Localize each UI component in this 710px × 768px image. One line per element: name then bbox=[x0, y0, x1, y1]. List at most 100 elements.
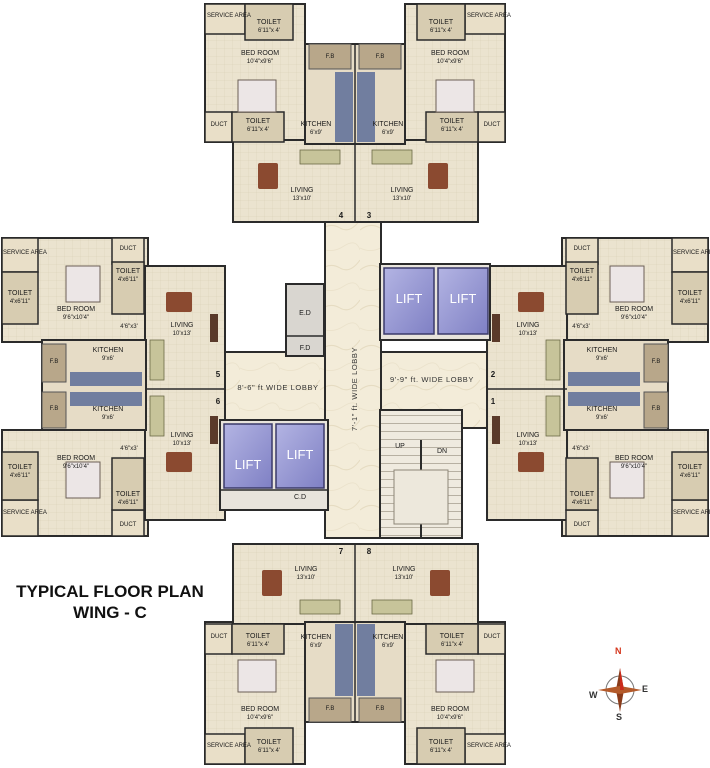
top-wing bbox=[204, 3, 506, 223]
lift-label: LIFT bbox=[234, 457, 262, 472]
fb-label: F.B bbox=[49, 406, 59, 412]
service-area-label: SERVICE AREA bbox=[673, 510, 710, 516]
toilet-dim: 6'11"x 4' bbox=[247, 127, 269, 133]
bottom-wing bbox=[204, 543, 506, 765]
unit-number-2: 2 bbox=[490, 370, 496, 379]
toilet-dim: 4'x6'11" bbox=[571, 500, 593, 506]
toilet-label: TOILET bbox=[256, 739, 282, 746]
bed-room-label: BED ROOM bbox=[56, 306, 96, 313]
toilet-dim: 4'x6'11" bbox=[9, 473, 31, 479]
plan-title: TYPICAL FLOOR PLAN WING - C bbox=[10, 581, 210, 624]
living-dim: 13'x10' bbox=[394, 575, 414, 581]
kitchen-dim: 9'x6' bbox=[102, 356, 114, 362]
fd-label: F.D bbox=[299, 345, 311, 352]
living-label: LIVING bbox=[516, 432, 540, 439]
cd-label: C.D bbox=[293, 494, 307, 501]
service-area-label: SERVICE AREA bbox=[673, 250, 710, 256]
toilet-dim: 4'x6'11" bbox=[117, 277, 139, 283]
lift-right-1 bbox=[383, 267, 435, 335]
duct-label: DUCT bbox=[573, 522, 591, 528]
compass-s-label: S bbox=[616, 712, 623, 722]
bed-room-dim: 10'4"x9'6" bbox=[246, 59, 274, 65]
duct-label: DUCT bbox=[573, 246, 591, 252]
duct-label: DUCT bbox=[483, 122, 501, 128]
lift-label: LIFT bbox=[395, 291, 423, 306]
service-area-label: SERVICE AREA bbox=[207, 743, 251, 749]
toilet-label: TOILET bbox=[569, 268, 595, 275]
toilet-label: TOILET bbox=[677, 464, 703, 471]
left-wing bbox=[1, 237, 226, 537]
lobby-center-label: 7'-1" ft. WIDE LOBBY bbox=[350, 346, 360, 431]
bed-room-dim: 9'6"x10'4" bbox=[620, 315, 648, 321]
living-label: LIVING bbox=[516, 322, 540, 329]
stairs-down-label: DN bbox=[436, 448, 448, 455]
lift-left-2 bbox=[275, 423, 325, 489]
plan-title-line2: WING - C bbox=[73, 603, 147, 623]
living-label: LIVING bbox=[290, 187, 314, 194]
toilet-dim: 6'11"x 4' bbox=[247, 642, 269, 648]
duct-label: DUCT bbox=[119, 246, 137, 252]
bed-room-dim: 10'4"x9'6" bbox=[436, 59, 464, 65]
living-dim: 10'x13' bbox=[172, 441, 192, 447]
compass-n-label: N bbox=[615, 646, 622, 656]
toilet-label: TOILET bbox=[439, 118, 465, 125]
kitchen-label: KITCHEN bbox=[586, 347, 618, 354]
toilet-dim: 6'11"x 4' bbox=[430, 28, 452, 34]
lift-right-2 bbox=[437, 267, 489, 335]
toilet-dim: 6'11"x 4' bbox=[258, 748, 280, 754]
bed-room-label: BED ROOM bbox=[430, 706, 470, 713]
toilet-dim: 4'x6'11" bbox=[571, 277, 593, 283]
kitchen-label: KITCHEN bbox=[300, 121, 332, 128]
toilet-label: TOILET bbox=[7, 464, 33, 471]
passage-dim: 4'6"x3' bbox=[120, 446, 138, 452]
unit-number-3: 3 bbox=[366, 211, 372, 220]
living-label: LIVING bbox=[294, 566, 318, 573]
living-dim: 13'x10' bbox=[392, 196, 412, 202]
stairs-up-label: UP bbox=[395, 443, 405, 450]
fb-label: F.B bbox=[651, 406, 661, 412]
toilet-label: TOILET bbox=[115, 268, 141, 275]
toilet-dim: 4'x6'11" bbox=[679, 473, 701, 479]
fb-label: F.B bbox=[375, 706, 385, 712]
toilet-label: TOILET bbox=[115, 491, 141, 498]
service-area-label: SERVICE AREA bbox=[467, 743, 511, 749]
lift-label: LIFT bbox=[286, 447, 314, 462]
kitchen-dim: 6'x9' bbox=[382, 643, 394, 649]
unit-number-5: 5 bbox=[215, 370, 221, 379]
living-dim: 10'x13' bbox=[172, 331, 192, 337]
living-label: LIVING bbox=[392, 566, 416, 573]
kitchen-label: KITCHEN bbox=[586, 406, 618, 413]
kitchen-label: KITCHEN bbox=[92, 347, 124, 354]
toilet-dim: 6'11"x 4' bbox=[258, 28, 280, 34]
fb-label: F.B bbox=[49, 359, 59, 365]
unit-number-4: 4 bbox=[338, 211, 344, 220]
service-area-label: SERVICE AREA bbox=[467, 13, 511, 19]
fb-label: F.B bbox=[325, 54, 335, 60]
passage-dim: 4'6"x3' bbox=[572, 324, 590, 330]
toilet-label: TOILET bbox=[428, 19, 454, 26]
bed-room-dim: 10'4"x9'6" bbox=[436, 715, 464, 721]
toilet-dim: 6'11"x 4' bbox=[441, 642, 463, 648]
service-area-label: SERVICE AREA bbox=[3, 250, 47, 256]
living-dim: 10'x13' bbox=[518, 331, 538, 337]
living-dim: 13'x10' bbox=[296, 575, 316, 581]
right-wing bbox=[486, 237, 709, 537]
fb-label: F.B bbox=[651, 359, 661, 365]
kitchen-dim: 9'x6' bbox=[102, 415, 114, 421]
living-label: LIVING bbox=[170, 432, 194, 439]
kitchen-dim: 6'x9' bbox=[310, 643, 322, 649]
toilet-label: TOILET bbox=[256, 19, 282, 26]
kitchen-dim: 9'x6' bbox=[596, 415, 608, 421]
unit-number-8: 8 bbox=[366, 547, 372, 556]
kitchen-dim: 6'x9' bbox=[310, 130, 322, 136]
kitchen-dim: 9'x6' bbox=[596, 356, 608, 362]
toilet-dim: 4'x6'11" bbox=[117, 500, 139, 506]
bed-room-dim: 9'6"x10'4" bbox=[620, 464, 648, 470]
unit-number-7: 7 bbox=[338, 547, 344, 556]
bed-room-dim: 9'6"x10'4" bbox=[62, 315, 90, 321]
duct-label: DUCT bbox=[483, 634, 501, 640]
living-label: LIVING bbox=[390, 187, 414, 194]
ed-label: E.D bbox=[299, 310, 311, 317]
